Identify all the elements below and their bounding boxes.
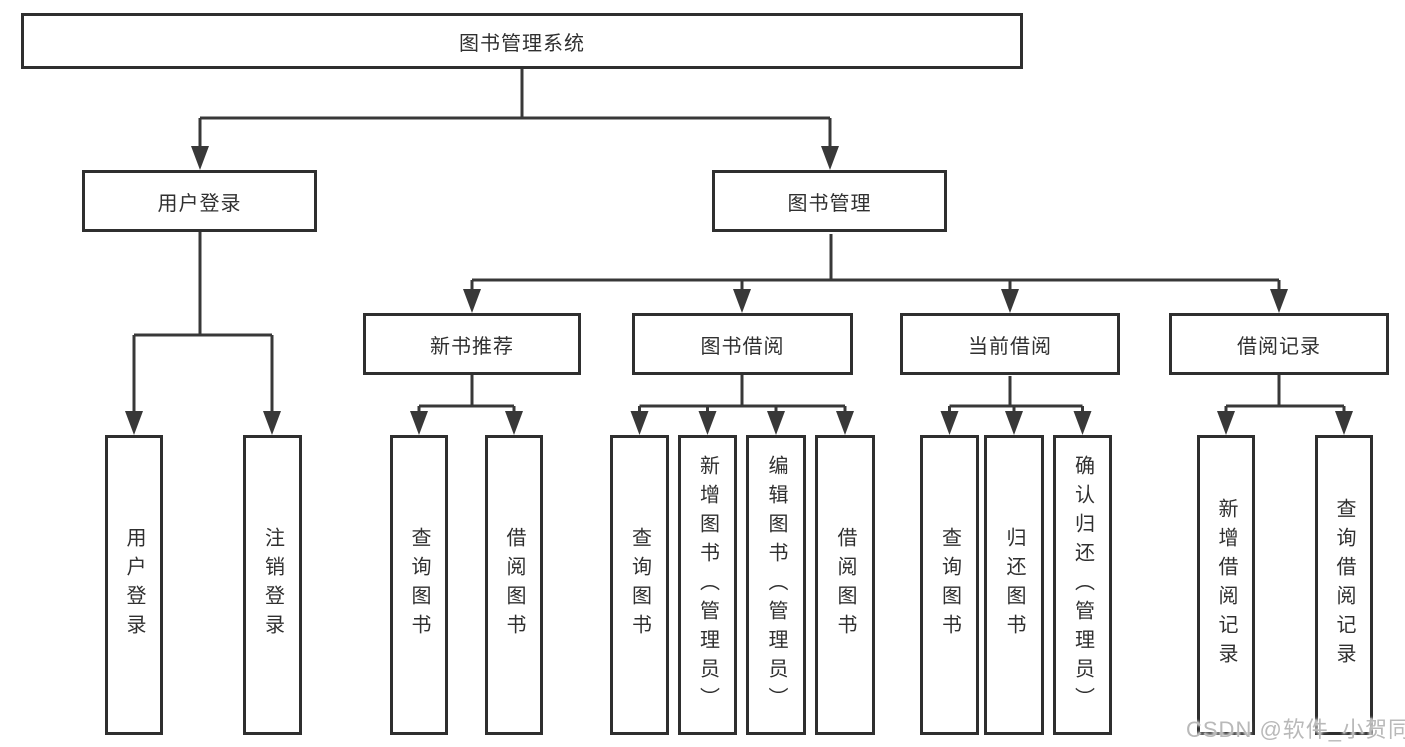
arrowhead — [463, 289, 481, 313]
connector-book-borrow — [638, 375, 847, 413]
leaf-edit-books-admin: 编辑图书（管理员） — [746, 435, 806, 735]
connector-user-login — [132, 232, 274, 413]
node-current-borrow: 当前借阅 — [900, 313, 1120, 375]
arrowhead — [630, 411, 649, 435]
leaf-add-books-admin: 新增图书（管理员） — [678, 435, 737, 735]
arrowhead — [940, 411, 959, 435]
arrowhead — [1005, 411, 1023, 435]
arrowhead — [733, 289, 751, 313]
connector-current-borrow — [948, 376, 1084, 413]
arrowhead — [821, 146, 839, 170]
arrowhead — [1270, 289, 1288, 313]
leaf-query-books-current: 查询图书 — [920, 435, 979, 735]
arrowhead — [505, 411, 523, 435]
arrowhead — [125, 411, 143, 435]
leaf-confirm-return-admin: 确认归还（管理员） — [1053, 435, 1112, 735]
leaf-query-borrow-record: 查询借阅记录 — [1315, 435, 1373, 735]
node-borrow-record: 借阅记录 — [1169, 313, 1389, 375]
node-book-management: 图书管理 — [712, 170, 947, 232]
leaf-logout: 注销登录 — [243, 435, 302, 735]
node-new-book-recommend: 新书推荐 — [363, 313, 581, 375]
leaf-borrow-books: 借阅图书 — [815, 435, 875, 735]
watermark: CSDN @软件_小贺同学 — [1186, 717, 1405, 742]
connector-new-book — [417, 375, 516, 413]
node-user-login: 用户登录 — [82, 170, 317, 232]
arrowhead — [1217, 411, 1235, 435]
leaf-query-books-borrow: 查询图书 — [610, 435, 669, 735]
arrowhead — [767, 411, 785, 435]
leaf-borrow-books-recommend: 借阅图书 — [485, 435, 543, 735]
arrowhead — [263, 411, 281, 435]
connector-root — [198, 69, 832, 148]
connector-borrow-record — [1224, 375, 1346, 413]
arrowhead — [191, 146, 209, 170]
arrowhead — [410, 411, 428, 435]
arrowhead — [1001, 289, 1019, 313]
arrowhead — [1073, 411, 1092, 435]
leaf-return-books: 归还图书 — [984, 435, 1044, 735]
root-box-system: 图书管理系统 — [21, 13, 1023, 69]
leaf-query-books-recommend: 查询图书 — [390, 435, 448, 735]
arrowhead — [1335, 411, 1353, 435]
leaf-user-login: 用户登录 — [105, 435, 163, 735]
node-book-borrow: 图书借阅 — [632, 313, 853, 375]
arrowhead — [698, 411, 717, 435]
connector-book-management — [470, 234, 1281, 291]
arrowhead — [836, 411, 854, 435]
leaf-add-borrow-record: 新增借阅记录 — [1197, 435, 1255, 735]
